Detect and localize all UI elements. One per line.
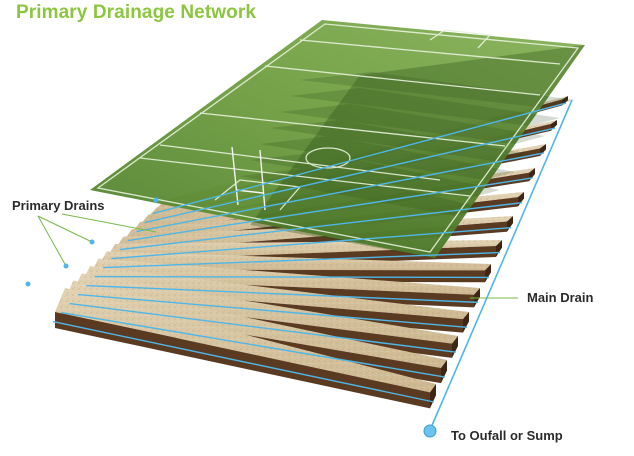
turf-layer — [90, 20, 585, 258]
pitch-lines — [96, 23, 580, 253]
primary-drain-line — [86, 284, 479, 304]
primary-drain-line — [119, 202, 523, 251]
primary-drain-line — [69, 302, 457, 353]
outfall-node-icon — [423, 424, 437, 438]
primary-drain-line — [136, 152, 545, 233]
main-drain-pipe — [429, 99, 573, 431]
primary-drain-line — [94, 275, 490, 279]
diagram-title: Primary Drainage Network — [16, 2, 256, 23]
primary-drain-line — [144, 127, 556, 224]
primary-drain-line — [102, 251, 501, 269]
primary-drain-line — [77, 293, 468, 328]
label-outfall: To Oufall or Sump — [451, 428, 563, 443]
primary-drain-pipes — [52, 102, 567, 403]
callout-dots — [25, 197, 159, 287]
label-primary-drains: Primary Drains — [12, 198, 105, 213]
label-main-drain: Main Drain — [527, 290, 594, 305]
primary-drain-line — [52, 320, 435, 403]
primary-drain-line — [152, 102, 567, 215]
primary-drain-line — [127, 177, 534, 242]
primary-drain-line — [61, 311, 446, 378]
callout-leaders — [37, 213, 518, 299]
primary-drain-line — [111, 226, 512, 260]
